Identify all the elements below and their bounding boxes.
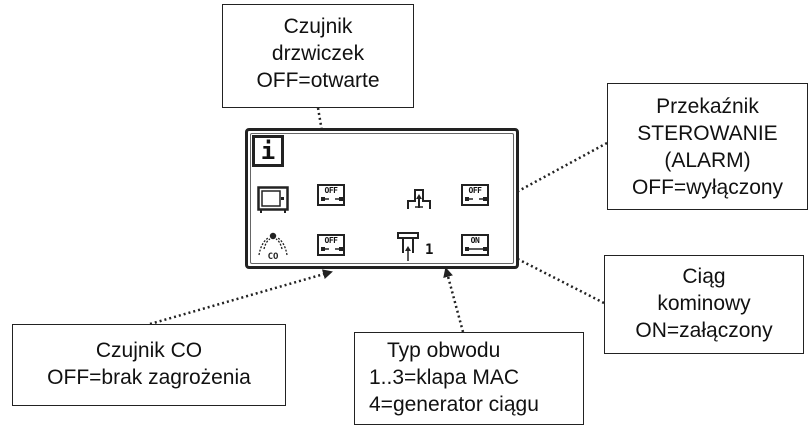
- switch-open-icon: [465, 197, 487, 201]
- circuit-number: 1: [425, 242, 434, 258]
- circuit-type-icon: [397, 232, 419, 261]
- relay-icon: [407, 189, 431, 209]
- callout-line: OFF=otwarte: [256, 69, 380, 92]
- callout-door-sensor: Czujnik drzwiczek OFF=otwarte: [222, 4, 414, 108]
- draft-status-badge: ON: [461, 234, 489, 256]
- circuit-type-connector: [443, 267, 465, 333]
- relay-status-badge: OFF: [461, 184, 489, 206]
- info-icon: i: [252, 135, 284, 167]
- callout-line: (ALARM): [664, 149, 751, 172]
- screen-inner-frame: [250, 133, 514, 264]
- callout-line: drzwiczek: [271, 42, 365, 65]
- co-sensor-status-badge: OFF: [317, 234, 345, 256]
- door-icon: [257, 186, 289, 213]
- badge-label: OFF: [468, 186, 482, 195]
- switch-closed-icon: [465, 247, 487, 251]
- callout-line: Przekaźnik: [656, 95, 759, 118]
- info-label: i: [260, 137, 276, 165]
- door-sensor-status-badge: OFF: [317, 184, 345, 206]
- callout-line: Czujnik CO: [95, 339, 203, 362]
- badge-label: OFF: [324, 236, 338, 245]
- badge-label: ON: [470, 236, 480, 245]
- callout-line: OFF=wyłączony: [631, 176, 784, 199]
- callout-circuit-type: Typ obwodu 1..3=klapa MAC 4=generator ci…: [354, 332, 584, 425]
- callout-line: Ciąg: [682, 265, 726, 288]
- badge-label: OFF: [324, 186, 338, 195]
- callout-chimney-draft: Ciąg kominowy ON=załączony: [604, 255, 804, 354]
- switch-open-icon: [321, 247, 343, 251]
- callout-line: ON=załączony: [635, 319, 773, 342]
- callout-relay-control: Przekaźnik STEROWANIE (ALARM) OFF=wyłącz…: [607, 83, 808, 210]
- callout-line: OFF=brak zagrożenia: [47, 366, 251, 389]
- callout-line: kominowy: [657, 292, 751, 315]
- co-icon-text: CO: [268, 252, 279, 261]
- callout-line: 4=generator ciągu: [369, 393, 539, 416]
- switch-open-icon: [321, 197, 343, 201]
- callout-line: STEROWANIE: [637, 122, 778, 145]
- co-warning-icon: CO: [258, 232, 288, 261]
- callout-co-sensor: Czujnik CO OFF=brak zagrożenia: [12, 324, 286, 406]
- callout-line: Typ obwodu: [387, 339, 501, 362]
- controller-screen: i OFF OFF CO: [245, 128, 519, 269]
- callout-line: 1..3=klapa MAC: [369, 366, 519, 389]
- callout-line: Czujnik: [283, 15, 353, 38]
- co-sensor-connector: [149, 269, 333, 326]
